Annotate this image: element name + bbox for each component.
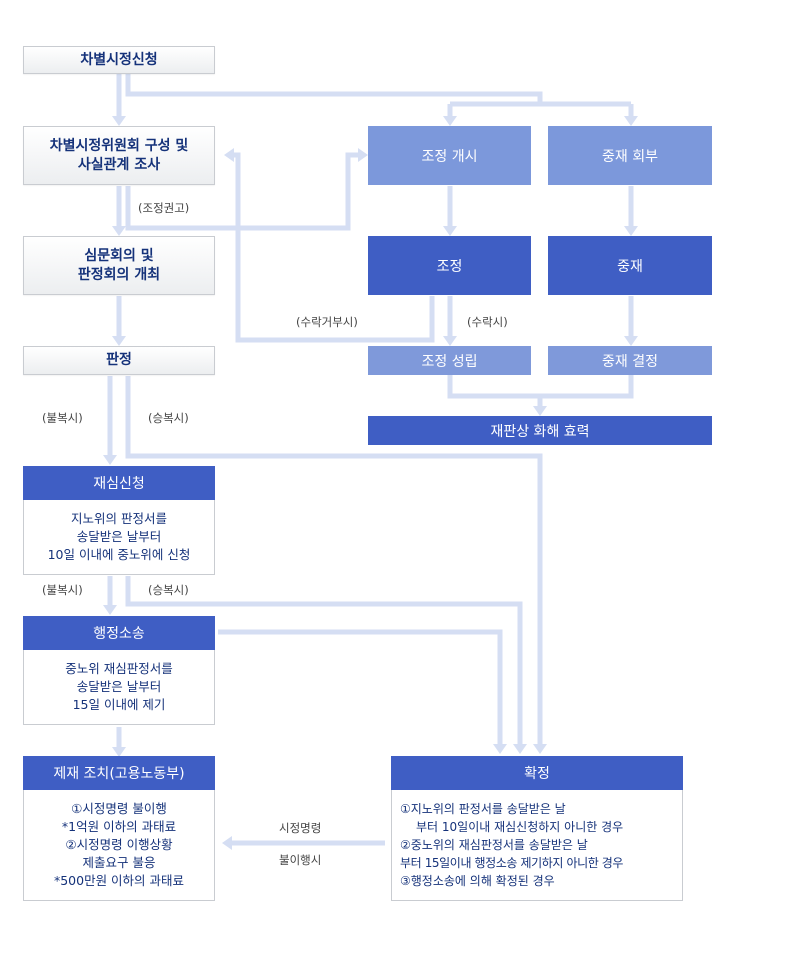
- hearing-label-2: 판정회의 개최: [77, 266, 161, 283]
- arbitration-label: 중재: [617, 258, 643, 275]
- final-line-4: 부터 15일이내 행정소송 제기하지 아니한 경우: [400, 856, 624, 870]
- final-line-3: ②중노위의 재심판정서를 송달받은 날: [400, 838, 588, 852]
- final-header: 확정: [391, 756, 683, 790]
- lawsuit-header: 행정소송: [23, 616, 215, 650]
- dissent-label-1: (불복시): [42, 411, 83, 425]
- arbitration-decision-box: 중재 결정: [548, 346, 712, 375]
- sanction-line-5: *500만원 이하의 과태료: [53, 873, 185, 888]
- lawsuit-line-2: 송달받은 날부터: [76, 679, 162, 694]
- sanction-line-4: 제출요구 불응: [82, 855, 156, 870]
- hearing-box: 심문회의 및 판정회의 개최: [23, 236, 215, 295]
- review-line-1: 지노위의 판정서를: [71, 511, 167, 526]
- apply-label: 차별시정신청: [80, 51, 158, 68]
- recommend-label: (조정권고): [138, 201, 190, 215]
- committee-box: 차별시정위원회 구성 및 사실관계 조사: [23, 126, 215, 185]
- committee-label-2: 사실관계 조사: [77, 156, 161, 173]
- sanction-body: ①시정명령 불이행 *1억원 이하의 과태료 ②시정명령 이행상황 제출요구 불…: [23, 790, 215, 901]
- lawsuit-title: 행정소송: [93, 626, 145, 642]
- review-title: 재심신청: [93, 476, 145, 492]
- mediation-success-box: 조정 성립: [368, 346, 531, 375]
- verdict-label: 판정: [106, 352, 132, 368]
- arbitration-refer-box: 중재 회부: [548, 126, 712, 185]
- effect-box: 재판상 화해 효력: [368, 416, 712, 445]
- dissent-label-2: (불복시): [42, 583, 83, 597]
- lawsuit-line-1: 중노위 재심판정서를: [65, 661, 173, 676]
- agree-label-2: (승복시): [148, 583, 189, 597]
- agree-label-1: (승복시): [148, 411, 189, 425]
- final-title: 확정: [524, 766, 550, 782]
- verdict-box: 판정: [23, 346, 215, 375]
- mediation-success-label: 조정 성립: [421, 353, 478, 370]
- sanction-line-2: *1억원 이하의 과태료: [61, 819, 177, 834]
- final-line-2: 부터 10일이내 재심신청하지 아니한 경우: [416, 820, 624, 834]
- accept-label: (수락시): [467, 315, 508, 329]
- effect-label: 재판상 화해 효력: [490, 423, 590, 440]
- sanction-title: 제재 조치(고용노동부): [53, 766, 185, 782]
- refuse-label: (수락거부시): [296, 315, 358, 329]
- mediation-box: 조정: [368, 236, 531, 295]
- mediation-start-box: 조정 개시: [368, 126, 531, 185]
- arbitration-box: 중재: [548, 236, 712, 295]
- review-line-2: 송달받은 날부터: [76, 529, 162, 544]
- final-line-5: ③행정소송에 의해 확정된 경우: [400, 874, 555, 888]
- sanction-line-3: ②시정명령 이행상황: [65, 837, 173, 852]
- final-line-1: ①지노위의 판정서를 송달받은 날: [400, 802, 566, 816]
- lawsuit-line-3: 15일 이내에 제기: [72, 697, 166, 712]
- committee-label-1: 차별시정위원회 구성 및: [49, 137, 189, 154]
- apply-box: 차별시정신청: [23, 46, 215, 74]
- order-label: 시정명령: [279, 821, 322, 835]
- mediation-start-label: 조정 개시: [421, 148, 478, 165]
- hearing-label-1: 심문회의 및: [84, 247, 154, 264]
- noncompliance-label: 불이행시: [279, 853, 322, 867]
- sanction-header: 제재 조치(고용노동부): [23, 756, 215, 790]
- review-body: 지노위의 판정서를 송달받은 날부터 10일 이내에 중노위에 신청: [23, 500, 215, 575]
- review-line-3: 10일 이내에 중노위에 신청: [47, 547, 191, 562]
- arbitration-refer-label: 중재 회부: [602, 148, 658, 165]
- sanction-line-1: ①시정명령 불이행: [71, 801, 167, 816]
- lawsuit-body: 중노위 재심판정서를 송달받은 날부터 15일 이내에 제기: [23, 650, 215, 725]
- mediation-label: 조정: [436, 258, 463, 275]
- arbitration-decision-label: 중재 결정: [602, 353, 658, 370]
- final-body: ①지노위의 판정서를 송달받은 날 부터 10일이내 재심신청하지 아니한 경우…: [391, 790, 683, 901]
- review-header: 재심신청: [23, 466, 215, 500]
